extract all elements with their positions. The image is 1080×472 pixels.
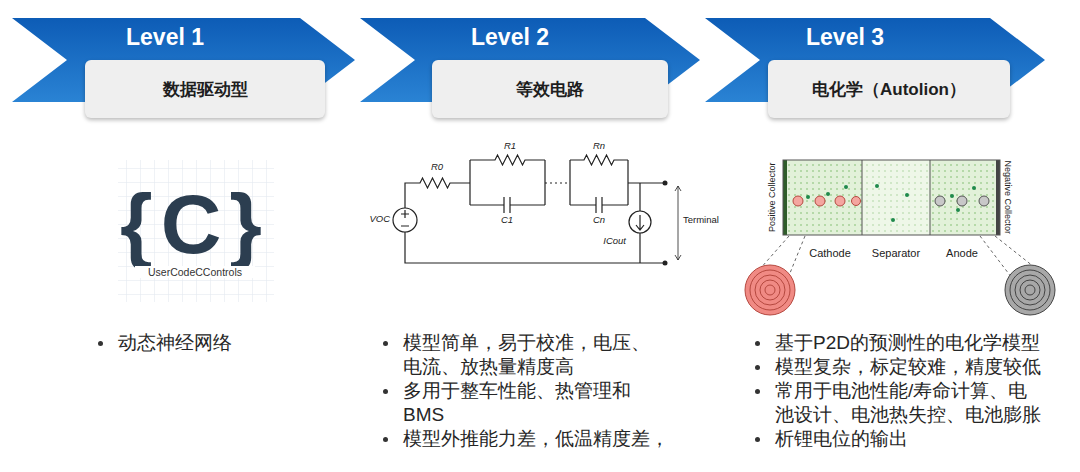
bullet-list: 动态神经网络 — [118, 331, 358, 355]
current-arrow — [636, 215, 644, 230]
rc1-rails — [470, 160, 545, 205]
bullet-item: 常用于电池性能/寿命计算、电 池设计、电池热失控、电池膨胀 — [775, 379, 1047, 427]
bullet-item: 模型简单，易于校准，电压、 电流、放热量精度高 — [403, 331, 673, 379]
bullet-list: 模型简单，易于校准，电压、 电流、放热量精度高多用于整车性能、热管理和 BMS 模… — [403, 331, 673, 451]
level-label: Level 1 — [65, 24, 265, 51]
particle-ring — [1020, 280, 1040, 300]
bullet-text: 析锂电位的输出 — [775, 428, 908, 449]
component-label: C1 — [492, 215, 522, 226]
positive-collector — [783, 160, 787, 235]
anode-particles — [935, 196, 989, 206]
anode-region — [930, 160, 996, 235]
region-label: Cathode — [800, 247, 860, 260]
top-wire — [628, 182, 665, 183]
region-divider — [862, 160, 930, 235]
particle-ring — [750, 270, 790, 310]
bullet-dot — [755, 365, 760, 370]
bullet-dot — [98, 341, 103, 346]
region-label: Anode — [937, 247, 987, 260]
voltage-source — [393, 208, 417, 232]
icon-caption: UserCodeCControls — [135, 266, 255, 278]
level-title: 电化学（Autolion） — [812, 78, 966, 101]
source-label: ICout — [586, 236, 626, 247]
lithium-ions — [806, 184, 976, 222]
level-label: Level 2 — [410, 24, 610, 51]
terminal-bracket — [675, 186, 681, 260]
level-title: 等效电路 — [516, 78, 584, 101]
level-title-box: 等效电路 — [432, 60, 668, 118]
bullet-text: 多用于整车性能、热管理和 BMS — [403, 380, 631, 425]
rcn-rails — [570, 160, 628, 205]
bullet-dot — [383, 437, 388, 442]
bullet-text: 基于P2D的预测性的电化学模型 — [775, 332, 1040, 353]
rn-resistor — [570, 155, 628, 165]
terminal-dot — [663, 181, 668, 186]
equivalent-circuit — [393, 155, 681, 263]
component-label: R1 — [495, 141, 525, 152]
level-title-box: 电化学（Autolion） — [768, 60, 1010, 118]
current-source — [629, 211, 651, 233]
bullet-dot — [383, 341, 388, 346]
bullet-item: 模型复杂，标定较难，精度较低 — [775, 355, 1047, 379]
cathode-region — [783, 160, 862, 235]
particle-ring — [765, 285, 775, 295]
particle-ring — [1025, 285, 1035, 295]
level-title: 数据驱动型 — [163, 78, 248, 101]
bullet-dot — [383, 389, 388, 394]
c1-capacitor — [470, 197, 545, 213]
bullet-list: 基于P2D的预测性的电化学模型模型复杂，标定较难，精度较低常用于电池性能/寿命计… — [775, 331, 1047, 451]
bullet-dot — [755, 437, 760, 442]
r0-resistor — [405, 178, 470, 208]
p2d-cell — [783, 160, 1000, 235]
particle-ring — [1015, 275, 1045, 305]
bullet-text: 常用于电池性能/寿命计算、电 池设计、电池热失控、电池膨胀 — [775, 380, 1041, 425]
negative-collector — [996, 160, 1000, 235]
bullet-item: 动态神经网络 — [118, 331, 358, 355]
r1-resistor — [470, 155, 545, 165]
particle-ring — [1010, 270, 1050, 310]
bullet-item: 基于P2D的预测性的电化学模型 — [775, 331, 1047, 355]
zoom-lines — [752, 236, 1048, 278]
series-dots — [545, 182, 570, 183]
cn-capacitor — [570, 197, 628, 213]
separator-region — [862, 160, 930, 235]
component-label: R0 — [422, 162, 452, 173]
particle-ring — [760, 280, 780, 300]
source-polarity — [401, 210, 409, 226]
bullet-text: 模型复杂，标定较难，精度较低 — [775, 356, 1041, 377]
bullet-text: 模型简单，易于校准，电压、 电流、放热量精度高 — [403, 332, 650, 377]
cathode-particle-zoom — [745, 265, 795, 315]
component-label: Cn — [584, 215, 614, 226]
bottom-wire — [405, 232, 665, 263]
collector-label: Negative Collector — [1003, 152, 1013, 242]
bullet-item: 多用于整车性能、热管理和 BMS — [403, 379, 673, 427]
level-title-box: 数据驱动型 — [85, 60, 325, 118]
terminal-dot — [663, 261, 668, 266]
bullet-item: 模型外推能力差，低温精度差， — [403, 427, 673, 451]
bullet-text: 模型外推能力差，低温精度差， — [403, 428, 669, 449]
bullet-dot — [755, 389, 760, 394]
bullet-item: 析锂电位的输出 — [775, 427, 1047, 451]
terminal-label: Terminal — [683, 215, 743, 226]
bullet-dot — [755, 341, 760, 346]
anode-particle-zoom — [1005, 265, 1055, 315]
code-icon: {C} — [110, 176, 280, 273]
particle-ring — [755, 275, 785, 305]
cell-outline — [783, 160, 1000, 235]
component-label: Rn — [584, 141, 614, 152]
collector-label: Positive Collector — [767, 152, 777, 242]
source-label: VOC — [360, 214, 390, 225]
region-label: Separator — [864, 247, 928, 260]
level-label: Level 3 — [745, 24, 945, 51]
cathode-particles — [793, 196, 861, 206]
bullet-text: 动态神经网络 — [118, 332, 232, 353]
